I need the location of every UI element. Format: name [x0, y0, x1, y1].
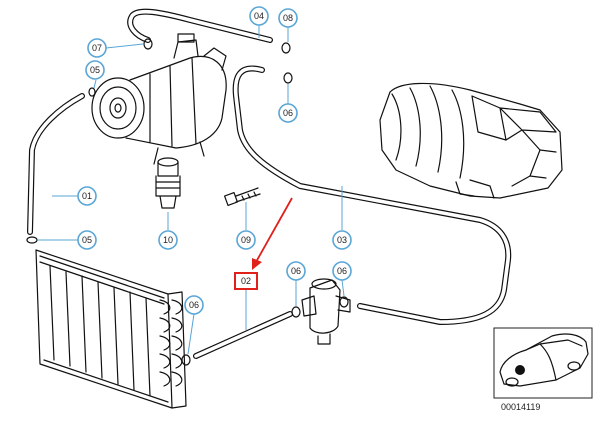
- car-outline-icon: [499, 333, 589, 387]
- callout-06-top-label: 06: [283, 108, 293, 118]
- callout-08[interactable]: 08: [278, 8, 298, 28]
- location-marker-icon: [515, 365, 525, 375]
- valve-10[interactable]: [155, 157, 181, 209]
- condenser[interactable]: [35, 249, 187, 409]
- callout-07-label: 07: [92, 43, 102, 53]
- callout-03[interactable]: 03: [332, 230, 352, 250]
- hose-03[interactable]: [232, 65, 512, 325]
- compressor[interactable]: [91, 33, 227, 165]
- callout-10-label: 10: [163, 235, 173, 245]
- callout-02-label: 02: [241, 276, 251, 286]
- receiver-drier[interactable]: [301, 278, 351, 345]
- vehicle-inset: [493, 327, 593, 399]
- callout-04[interactable]: 04: [249, 6, 269, 26]
- callout-05-top[interactable]: 05: [85, 60, 105, 80]
- evaporator-housing[interactable]: [379, 82, 563, 199]
- callout-10[interactable]: 10: [158, 230, 178, 250]
- callout-06-condenser[interactable]: 06: [184, 295, 204, 315]
- leader-lines: [38, 24, 345, 355]
- o-ring-06b[interactable]: [181, 354, 191, 366]
- callout-01-label: 01: [82, 191, 92, 201]
- o-ring-06d[interactable]: [339, 296, 349, 308]
- callout-03-label: 03: [337, 235, 347, 245]
- callout-06-drier-left-label: 06: [291, 266, 301, 276]
- callout-09[interactable]: 09: [236, 230, 256, 250]
- callout-05-top-label: 05: [90, 65, 100, 75]
- callout-08-label: 08: [283, 13, 293, 23]
- hose-02[interactable]: [193, 311, 293, 359]
- hose-01[interactable]: [27, 93, 85, 235]
- o-ring-07[interactable]: [143, 38, 153, 50]
- o-ring-06c[interactable]: [291, 306, 301, 318]
- o-ring-05a[interactable]: [88, 87, 96, 97]
- callout-05-bottom-label: 05: [82, 235, 92, 245]
- callout-09-label: 09: [241, 235, 251, 245]
- callout-06-top[interactable]: 06: [278, 103, 298, 123]
- diagram-reference-number: 00014119: [501, 402, 540, 412]
- bolt-09[interactable]: [223, 187, 261, 207]
- callout-04-label: 04: [254, 11, 264, 21]
- o-ring-08[interactable]: [281, 42, 291, 54]
- highlight-arrow: [252, 197, 293, 270]
- o-ring-05b[interactable]: [26, 236, 38, 244]
- callout-06-drier-right-label: 06: [337, 266, 347, 276]
- callout-02-highlight[interactable]: 02: [234, 272, 258, 290]
- callout-06-drier-right[interactable]: 06: [332, 261, 352, 281]
- o-ring-06a[interactable]: [283, 72, 293, 84]
- callout-06-drier-left[interactable]: 06: [286, 261, 306, 281]
- callout-06-condenser-label: 06: [189, 300, 199, 310]
- callout-07[interactable]: 07: [87, 38, 107, 58]
- callout-01[interactable]: 01: [77, 186, 97, 206]
- hose-04[interactable]: [127, 8, 273, 43]
- callout-05-bottom[interactable]: 05: [77, 230, 97, 250]
